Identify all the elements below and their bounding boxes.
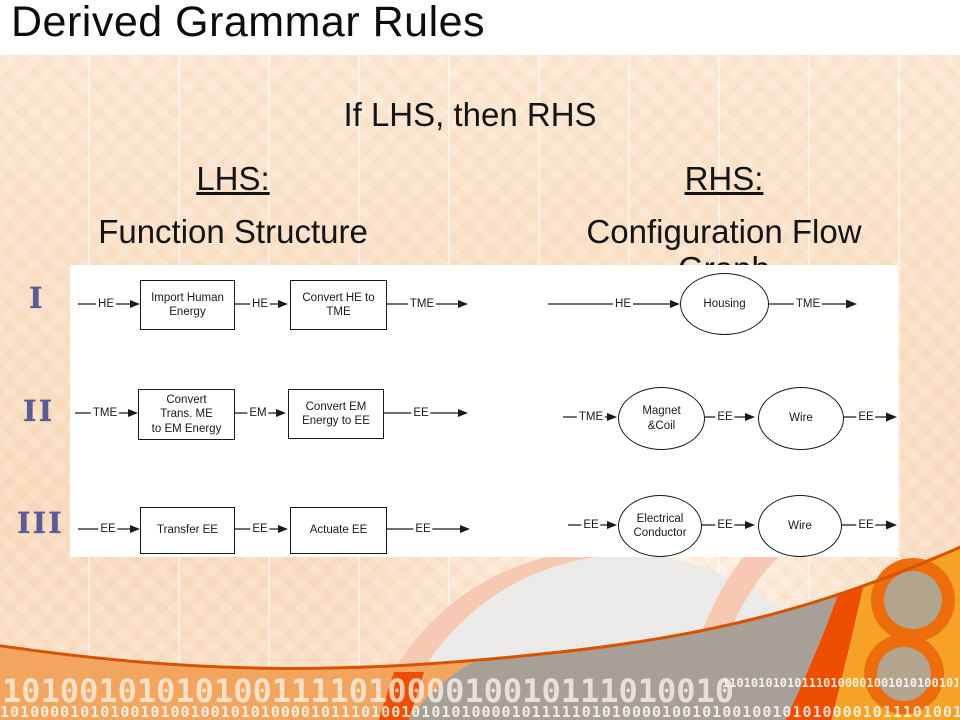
heading-rhs: RHS: <box>684 160 764 197</box>
flow-label: HE <box>96 298 116 310</box>
bottom-swoosh-decoration <box>0 540 960 720</box>
flow-label: TME <box>90 407 120 419</box>
rule-numeral-3: III <box>17 506 64 540</box>
flow-label: EE <box>856 411 876 423</box>
rule-numeral-1: I <box>29 281 45 315</box>
flow-label: EE <box>98 523 118 535</box>
page-title: Derived Grammar Rules <box>11 0 486 46</box>
flow-label: HE <box>250 298 270 310</box>
heading-lhs-subtitle: Function Structure <box>98 213 368 250</box>
flow-label: EE <box>413 523 433 535</box>
grammar-rules-diagram-image: HE Import Human Energy HE Convert HE to … <box>70 265 898 557</box>
flow-label: EE <box>411 407 431 419</box>
function-box: Convert HE to TME <box>290 280 387 330</box>
flow-label: EM <box>247 407 269 419</box>
component-node: Wire <box>758 387 844 450</box>
function-box: Convert EM Energy to EE <box>288 389 384 439</box>
rule-numeral-2: II <box>23 394 55 428</box>
component-node: Wire <box>758 495 842 557</box>
heading-rhs-subtitle: Configuration Flow <box>586 213 862 250</box>
heading-condition: If LHS, then RHS <box>343 96 597 133</box>
flow-label: TME <box>793 298 823 310</box>
flow-label: EE <box>856 519 876 531</box>
title-band: Derived Grammar Rules <box>0 0 960 55</box>
flow-label: EE <box>250 523 270 535</box>
component-node: Electrical Conductor <box>618 495 702 557</box>
function-box: Import Human Energy <box>140 280 235 330</box>
flow-label: HE <box>613 298 633 310</box>
heading-lhs: LHS: <box>196 160 270 197</box>
flow-label: EE <box>581 519 601 531</box>
flow-label: TME <box>576 411 606 423</box>
component-node: Housing <box>680 273 769 335</box>
function-box: Transfer EE <box>140 507 235 554</box>
component-node: Magnet &Coil <box>618 387 705 450</box>
function-box: Actuate EE <box>290 507 387 554</box>
flow-label: EE <box>715 411 735 423</box>
flow-label: TME <box>407 298 437 310</box>
function-box: Convert Trans. ME to EM Energy <box>138 389 235 440</box>
flow-label: EE <box>715 519 735 531</box>
